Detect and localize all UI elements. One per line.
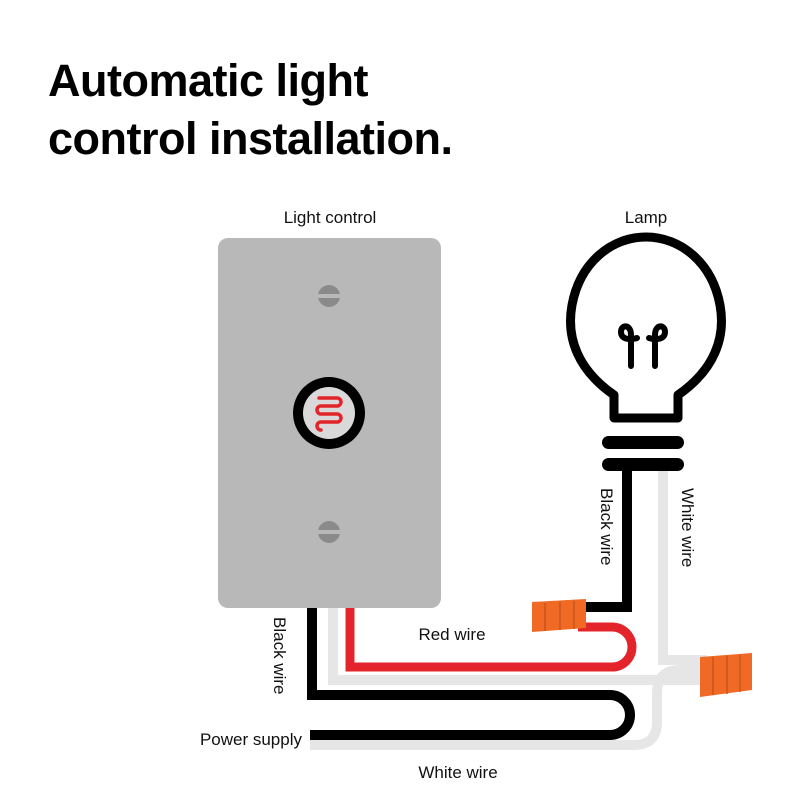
bulb-base-ring-2 [602, 458, 684, 471]
black-wire-lamp [578, 471, 632, 612]
white-wire-control [328, 608, 707, 685]
black-wire-control-label: Black wire [270, 617, 289, 694]
title-line-2: control installation. [48, 113, 453, 164]
white-wire-supply [310, 665, 707, 750]
black-wire-lamp-label: Black wire [597, 488, 616, 565]
bottom-screw-icon [318, 521, 340, 543]
white-wire-lamp-label: White wire [678, 488, 697, 567]
title-line-1: Automatic light [48, 55, 368, 106]
wire-connector-top-icon [532, 599, 586, 632]
red-wire-label: Red wire [418, 625, 485, 644]
light-control-plate [218, 238, 441, 608]
black-wire-supply [307, 608, 635, 740]
white-wire-supply-label: White wire [418, 763, 497, 782]
bulb-base-ring-1 [602, 436, 684, 449]
lamp-label: Lamp [625, 208, 668, 227]
filament-icon [617, 323, 669, 369]
page-title: Automatic light control installation. [48, 52, 453, 168]
lamp-bulb-icon [566, 232, 726, 471]
light-control-label: Light control [284, 208, 377, 227]
power-supply-label: Power supply [200, 730, 303, 749]
red-wire [345, 608, 637, 672]
top-screw-icon [318, 285, 340, 307]
white-wire-lamp [658, 471, 707, 665]
wire-connector-right-icon [700, 653, 752, 697]
photocell-sensor-icon [293, 377, 365, 449]
